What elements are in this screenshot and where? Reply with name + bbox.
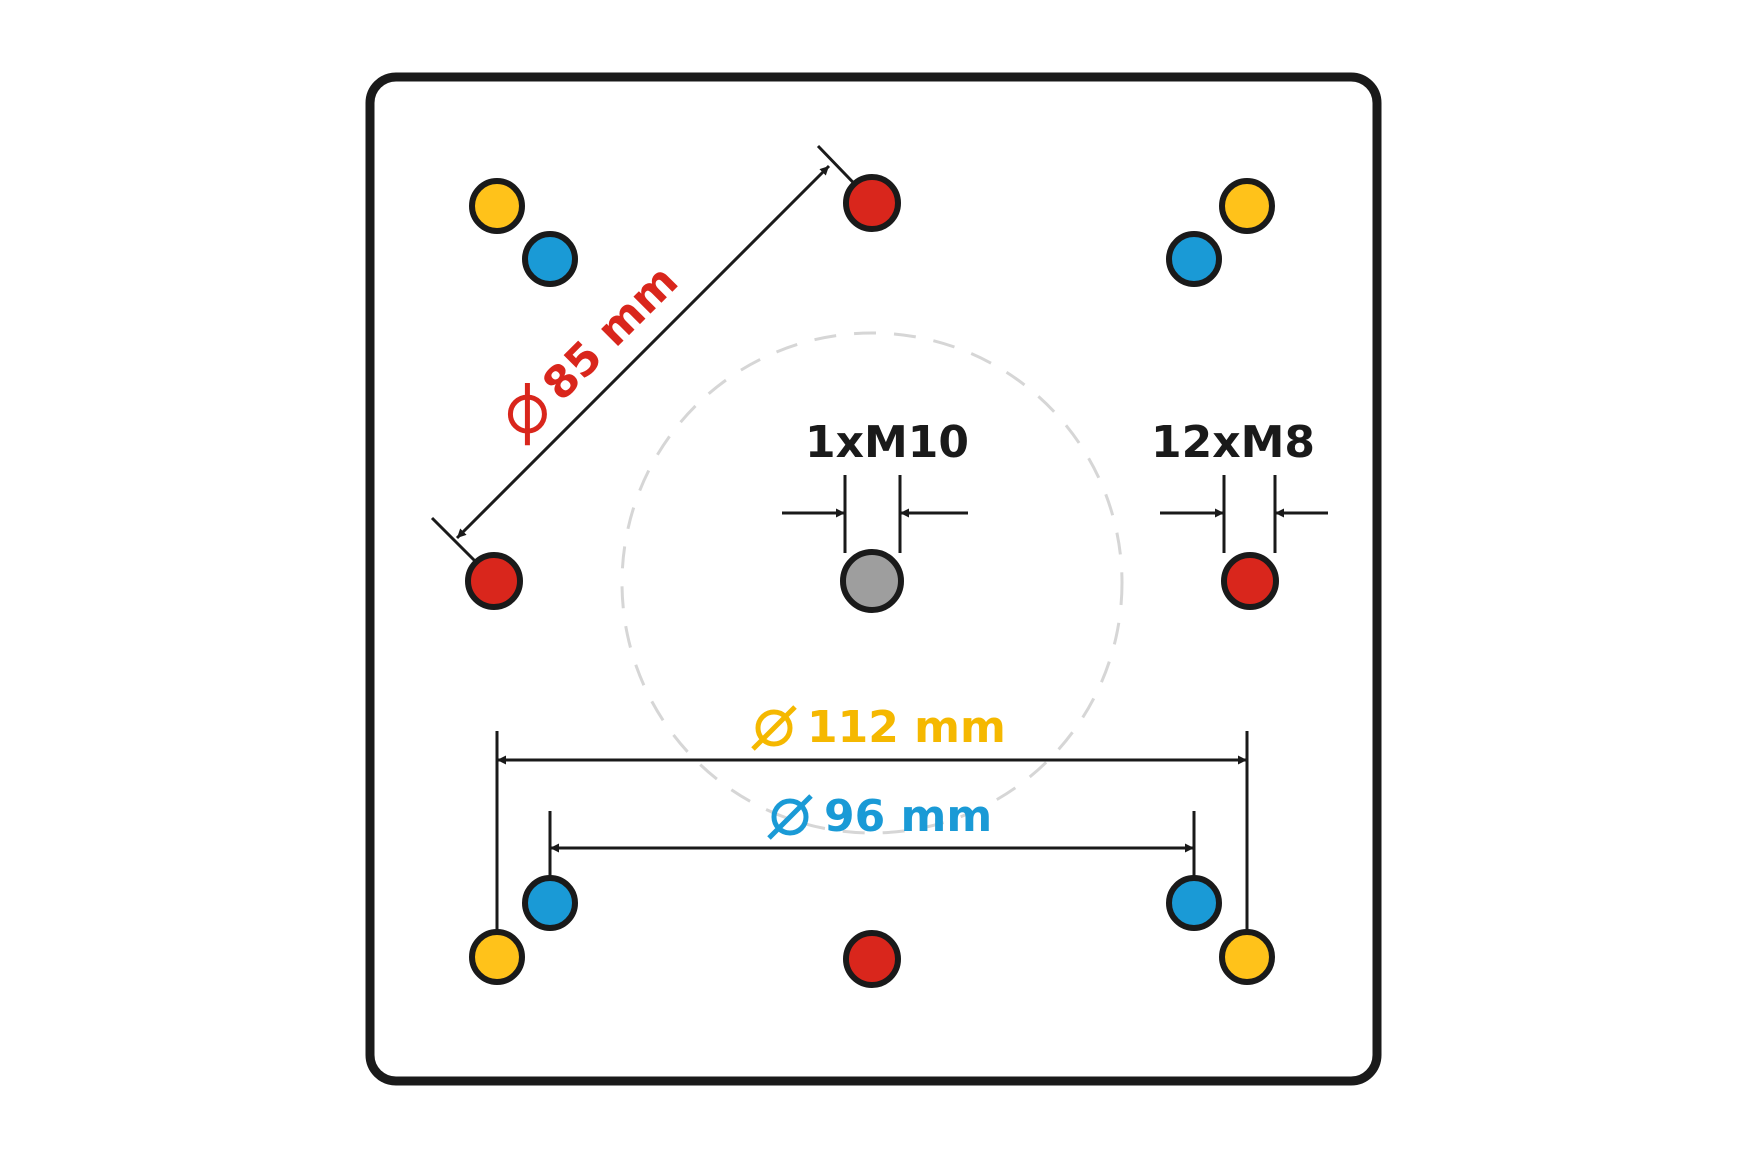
yellow-hole-top-right [1219, 178, 1275, 234]
blue-hole-bottom-right [1166, 875, 1222, 931]
red-hole-top [843, 174, 901, 232]
label-1xm10: 1xM10 [805, 417, 969, 468]
dimension-96mm: 96 mm [548, 791, 1196, 890]
red-hole-bottom [843, 930, 901, 988]
diameter-icon [507, 382, 547, 446]
diameter-icon [751, 705, 797, 751]
red-hole-right [1221, 552, 1279, 610]
label-96mm: 96 mm [824, 791, 992, 842]
dimension-112mm: 112 mm [495, 702, 1249, 942]
reference-circle [620, 331, 1124, 835]
yellow-hole-bottom-left [469, 929, 525, 985]
dimension-line-85 [455, 164, 831, 540]
label-112mm: 112 mm [807, 702, 1006, 753]
dimension-m8: 12xM8 [1151, 417, 1328, 553]
label-12xm8: 12xM8 [1151, 417, 1315, 468]
blue-hole-top-left [522, 231, 578, 287]
diameter-icon [767, 794, 813, 840]
dimension-m10: 1xM10 [782, 417, 969, 553]
yellow-hole-bottom-right [1219, 929, 1275, 985]
red-hole-left [465, 552, 523, 610]
blue-hole-bottom-left [522, 875, 578, 931]
center-hole-m10 [840, 549, 904, 613]
holes [465, 174, 1279, 988]
yellow-hole-top-left [469, 178, 525, 234]
blue-hole-top-right [1166, 231, 1222, 287]
